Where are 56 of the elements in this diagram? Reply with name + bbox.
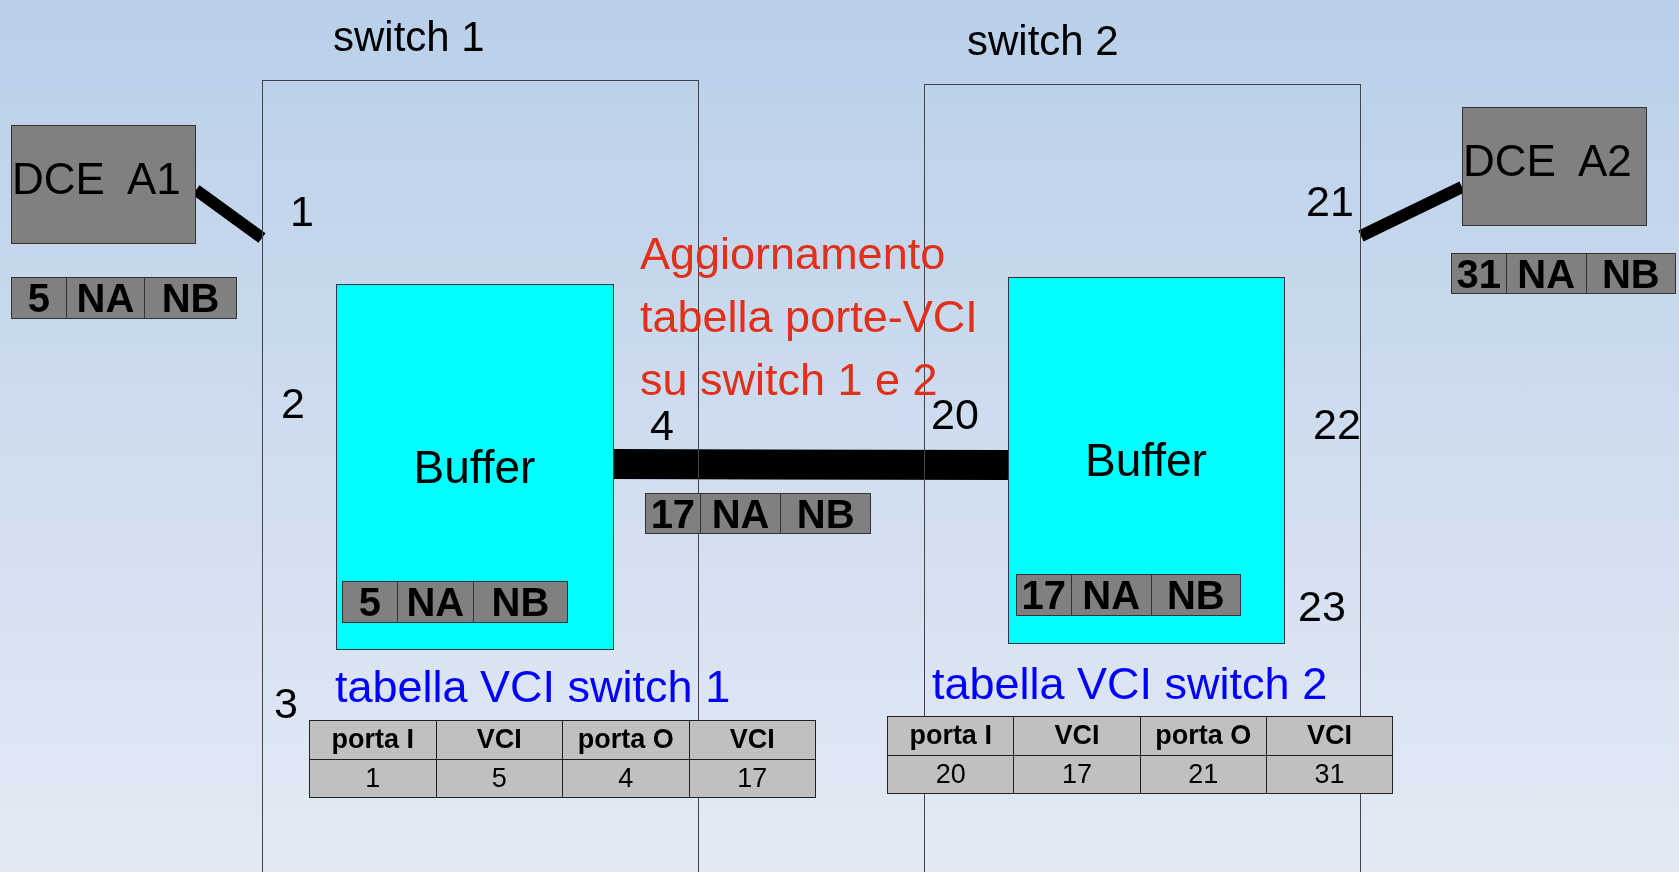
packet-field: NA <box>1505 254 1586 293</box>
table-cell: 31 <box>1265 754 1394 794</box>
packet-field: NB <box>472 582 567 622</box>
packet-field: 17 <box>1017 575 1071 615</box>
port-number: 4 <box>650 404 674 447</box>
table-cell: 4 <box>562 758 690 798</box>
table-header-cell: VCI <box>1265 716 1394 756</box>
table-title: tabella VCI switch 1 <box>335 664 731 709</box>
packet-field: 5 <box>12 278 66 318</box>
port-number: 21 <box>1306 180 1354 223</box>
packet-field: NB <box>144 278 236 318</box>
packet-field: 17 <box>646 494 700 533</box>
dce-label: DCE A2 <box>1463 136 1632 186</box>
switch-title: switch 2 <box>967 17 1119 65</box>
link-line <box>613 449 1009 480</box>
table-header-cell: porta O <box>562 720 690 760</box>
packet-field: NA <box>396 582 473 622</box>
table-header-cell: VCI <box>435 720 563 760</box>
table-cell: 17 <box>688 758 816 798</box>
port-number: 1 <box>290 190 314 233</box>
port-number: 22 <box>1313 403 1361 446</box>
buffer-box <box>335 283 614 650</box>
packet-box <box>342 581 568 623</box>
packet-box <box>1016 574 1241 616</box>
packet-field: NB <box>1585 254 1675 293</box>
packet-field: 5 <box>343 582 397 622</box>
port-number: 2 <box>281 382 305 425</box>
table-cell: 1 <box>309 758 437 798</box>
packet-box <box>11 277 237 319</box>
table-cell: 17 <box>1013 754 1141 794</box>
packet-field: NA <box>699 494 781 533</box>
port-number: 23 <box>1298 585 1346 628</box>
packet-field: NB <box>1150 575 1240 615</box>
table-title: tabella VCI switch 2 <box>932 661 1328 706</box>
packet-box <box>645 493 871 534</box>
buffer-label: Buffer <box>1084 432 1208 487</box>
table-header-cell: porta I <box>309 720 437 760</box>
table-header-cell: VCI <box>1013 716 1141 756</box>
table-cell: 21 <box>1139 754 1267 794</box>
packet-field: 31 <box>1452 254 1506 293</box>
packet-field: NB <box>780 494 870 533</box>
table-cell: 20 <box>887 754 1015 794</box>
switch-title: switch 1 <box>333 13 485 61</box>
packet-box <box>1451 253 1676 294</box>
dce-box <box>1462 107 1647 226</box>
table-header-cell: porta I <box>887 716 1015 756</box>
table-header-cell: VCI <box>688 720 816 760</box>
dce-label: DCE A1 <box>12 154 181 204</box>
buffer-box <box>1007 276 1285 644</box>
table-header-cell: porta O <box>1139 716 1267 756</box>
table-cell: 5 <box>435 758 563 798</box>
buffer-label: Buffer <box>412 439 537 494</box>
packet-field: NA <box>1070 575 1151 615</box>
packet-field: NA <box>65 278 145 318</box>
port-number: 3 <box>274 682 298 725</box>
dce-box <box>11 125 196 244</box>
